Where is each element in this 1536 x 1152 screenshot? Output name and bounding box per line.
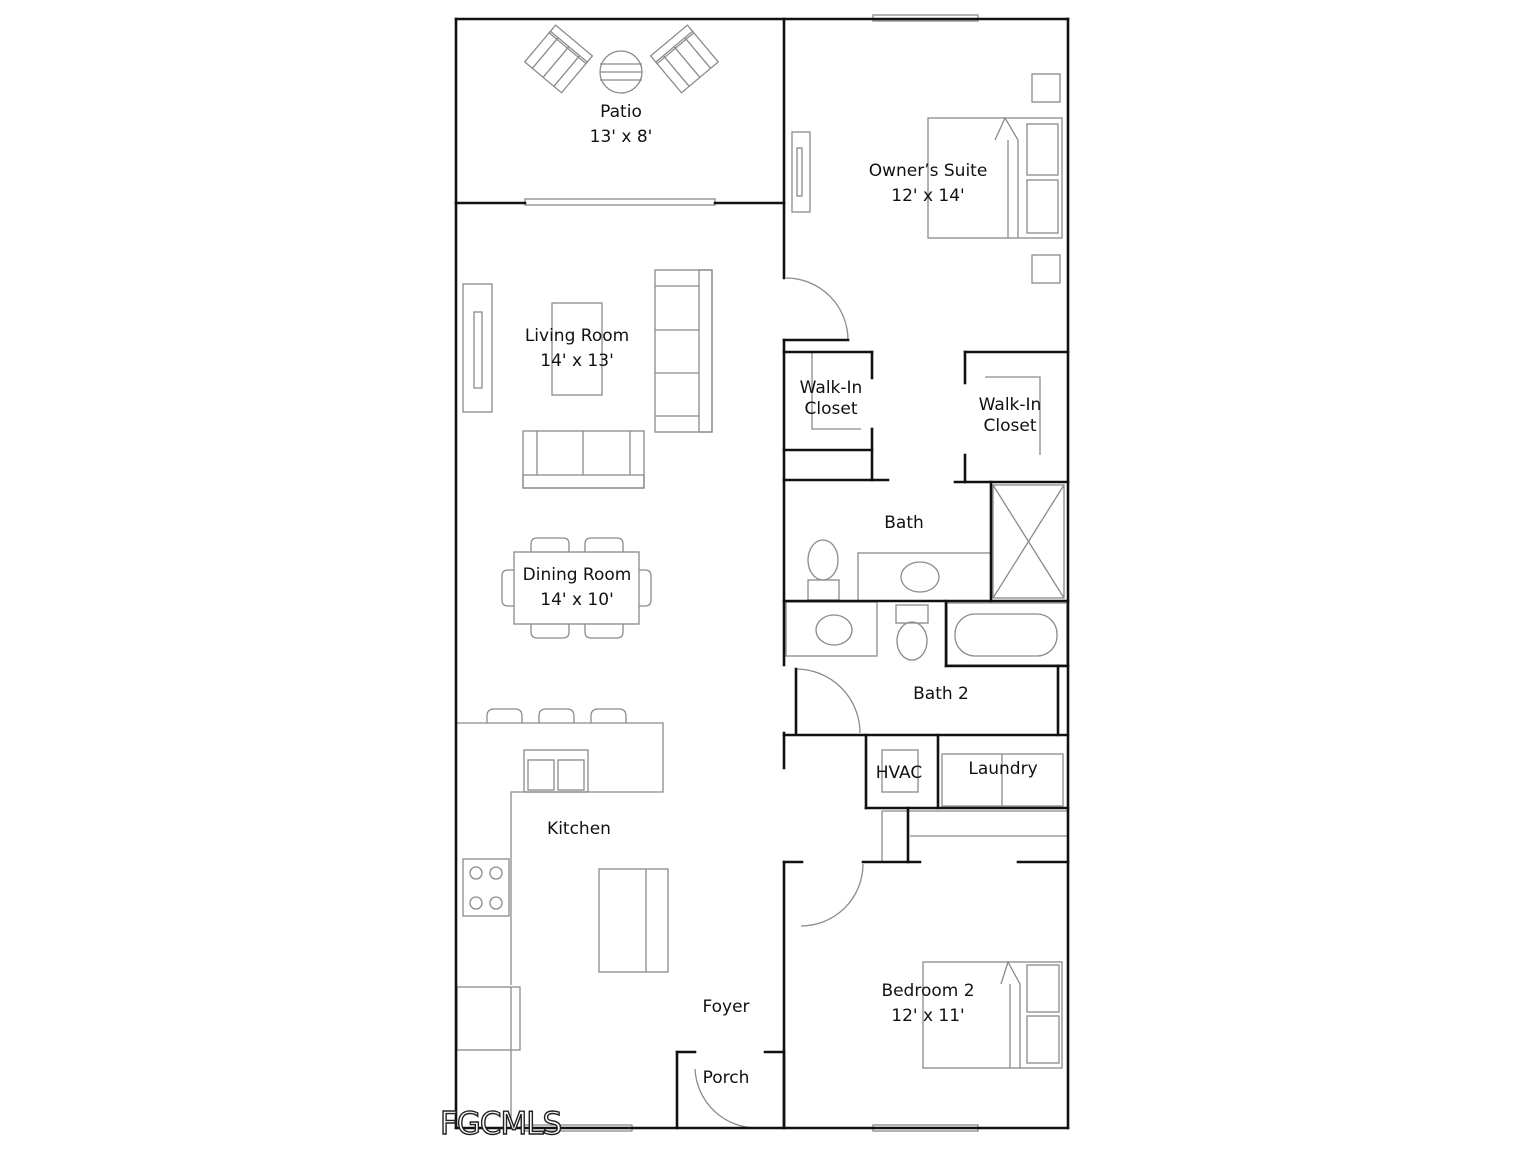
refrigerator — [456, 986, 521, 1051]
bath2-vanity — [785, 601, 878, 657]
room-name: Foyer — [702, 997, 750, 1017]
hall-closet-shelf — [881, 810, 1067, 862]
nightstand-bottom — [1031, 254, 1061, 284]
room-dimensions: 14' x 13' — [540, 351, 614, 371]
label-bedroom-2: Bedroom 2 12' x 11' — [881, 979, 974, 1029]
owners-bed — [927, 116, 1063, 239]
dining-table — [501, 537, 652, 639]
label-foyer: Foyer — [702, 995, 749, 1020]
room-name: Walk-In — [978, 395, 1042, 415]
room-name: Bath — [884, 513, 924, 533]
label-bath: Bath — [884, 511, 924, 536]
label-walk-in-closet-left: Walk-In Closet — [800, 378, 863, 420]
room-name: Dining Room — [522, 565, 632, 585]
room-dimensions: 14' x 10' — [540, 590, 614, 610]
owners-vanity — [857, 552, 992, 602]
room-name: Patio — [600, 102, 642, 122]
kitchen-range — [462, 858, 510, 917]
window-living-top — [524, 198, 716, 206]
room-name: Walk-In — [799, 378, 863, 398]
kitchen-sink — [523, 749, 589, 793]
patio-table — [599, 50, 643, 94]
bath2-toilet — [895, 604, 929, 661]
hvac-unit — [881, 749, 919, 793]
nightstand-top — [1031, 73, 1061, 103]
room-name: Kitchen — [547, 819, 611, 839]
closet-shelf-left — [811, 352, 861, 430]
bathtub — [946, 602, 1068, 666]
label-porch: Porch — [703, 1066, 750, 1091]
label-laundry: Laundry — [968, 757, 1037, 782]
label-owners-suite: Owner’s Suite 12' x 14' — [869, 159, 988, 209]
closet-shelf-right — [985, 376, 1041, 455]
shower — [992, 484, 1065, 599]
room-name: Closet — [983, 416, 1037, 436]
room-name: Bedroom 2 — [881, 981, 975, 1001]
label-dining-room: Dining Room 14' x 10' — [523, 563, 632, 613]
watermark-logo: FGCMLS — [439, 1105, 563, 1142]
room-name: HVAC — [875, 763, 923, 783]
kitchen-counter — [457, 708, 664, 985]
label-walk-in-closet-right: Walk-In Closet — [979, 395, 1042, 437]
room-name: Living Room — [524, 326, 630, 346]
room-dimensions: 12' x 11' — [891, 1006, 965, 1026]
walls — [454, 17, 1070, 1130]
room-name: Porch — [702, 1068, 750, 1088]
door-owners-suite — [785, 277, 849, 341]
washer-dryer — [941, 753, 1064, 807]
room-name: Closet — [804, 399, 858, 419]
room-name: Owner’s Suite — [868, 161, 988, 181]
sofa-right — [654, 269, 713, 433]
owners-toilet — [807, 539, 840, 601]
label-patio: Patio 13' x 8' — [590, 100, 653, 150]
door-bedroom2 — [800, 863, 864, 927]
patio-chair-left — [523, 24, 594, 94]
sofa-bottom — [522, 430, 645, 489]
patio-chair-right — [649, 24, 720, 94]
room-dimensions: 13' x 8' — [589, 127, 653, 147]
room-name: Laundry — [968, 759, 1038, 779]
room-name: Bath 2 — [913, 684, 969, 704]
door-bath2 — [795, 668, 861, 734]
living-tv — [462, 283, 493, 413]
kitchen-island — [598, 868, 669, 973]
room-dimensions: 12' x 14' — [891, 186, 965, 206]
owners-tv — [791, 131, 811, 213]
label-bath-2: Bath 2 — [913, 682, 969, 707]
bedroom2-bed — [922, 960, 1063, 1069]
label-living-room: Living Room 14' x 13' — [525, 324, 629, 374]
label-kitchen: Kitchen — [547, 817, 611, 842]
coffee-table — [551, 302, 603, 396]
label-hvac: HVAC — [876, 761, 923, 786]
